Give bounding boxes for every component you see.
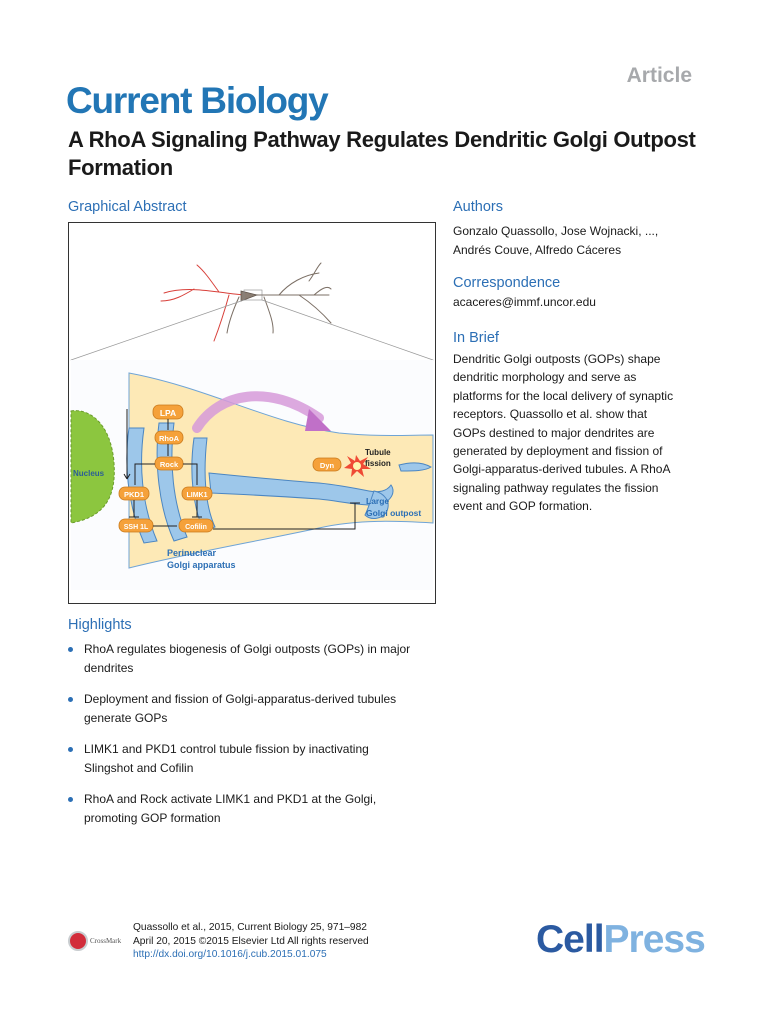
label-golgi-outpost: Golgi outpost [366,508,421,518]
neuron-drawing [70,262,434,361]
citation-line: Quassollo et al., 2015, Current Biology … [133,922,367,933]
brief-line: signaling pathway regulates the fission [453,480,659,495]
node-lpa: LPA [160,408,176,418]
brief-line: dendritic morphology and serve as [453,370,637,385]
label-golgi-apparatus: Golgi apparatus [167,560,236,570]
highlight-item: RhoA regulates biogenesis of Golgi outpo… [68,640,448,677]
node-ssh1l: SSH 1L [124,524,149,531]
label-perinuclear: Perinuclear [167,548,217,558]
deployment-arrow [192,391,324,433]
crossmark-badge[interactable]: CrossMark [68,929,128,955]
logo-press: Press [603,918,706,961]
brief-line: event and GOP formation. [453,499,593,514]
journal-title[interactable]: Current Biology [66,80,329,121]
author-line: Andrés Couve, Alfredo Cáceres [453,243,622,257]
label-fission: fission [365,459,391,468]
brief-line: generated by deployment and fission of [453,444,663,459]
highlights-heading: Highlights [68,617,132,633]
citation-block: Quassollo et al., 2015, Current Biology … [133,921,369,962]
graphical-abstract-figure: LPA RhoA Rock PKD1 LIMK1 SSH 1L Cofilin … [68,222,436,604]
author-line: Gonzalo Quassollo, Jose Wojnacki, ..., [453,224,659,238]
bullet-icon [68,797,73,802]
brief-line: Golgi-apparatus-derived tubules. A RhoA [453,462,671,477]
label-large: Large [366,496,389,506]
node-rhoa: RhoA [159,434,180,443]
crossmark-label: CrossMark [90,937,122,945]
bullet-icon [68,747,73,752]
highlight-item: RhoA and Rock activate LIMK1 and PKD1 at… [68,790,448,827]
highlight-item: LIMK1 and PKD1 control tubule fission by… [68,740,448,777]
label-nucleus: Nucleus [73,469,105,478]
node-limk1: LIMK1 [187,492,208,499]
article-title: A RhoA Signaling Pathway Regulates Dendr… [68,127,696,180]
graphical-abstract-heading: Graphical Abstract [68,199,187,215]
nucleus [70,410,115,524]
node-cofilin: Cofilin [185,524,207,531]
label-tubule: Tubule [365,448,391,457]
cellpress-logo[interactable]: CellPress [536,918,706,962]
author-list: Gonzalo Quassollo, Jose Wojnacki, ..., A… [453,222,713,260]
brief-line: Dendritic Golgi outposts (GOPs) shape [453,352,661,366]
crossmark-icon [68,931,88,951]
brief-line: platforms for the local delivery of syna… [453,388,674,403]
correspondence-heading: Correspondence [453,275,561,291]
in-brief-text: Dendritic Golgi outposts (GOPs) shape de… [453,350,718,516]
doi-link[interactable]: http://dx.doi.org/10.1016/j.cub.2015.01.… [133,949,327,960]
pathway-nodes: LPA RhoA Rock PKD1 LIMK1 SSH 1L Cofilin … [118,404,342,533]
brief-line: receptors. Quassollo et al. show that [453,407,648,422]
bullet-icon [68,647,73,652]
node-pkd1: PKD1 [124,490,144,499]
correspondence-email[interactable]: acaceres@immf.uncor.edu [453,295,596,309]
bullet-icon [68,697,73,702]
brief-line: GOPs destined to major dendrites are [453,425,655,440]
article-type-label: Article [626,64,692,87]
node-rock: Rock [160,460,179,469]
in-brief-heading: In Brief [453,330,499,346]
pathway-arrows [123,409,360,530]
highlights-list: RhoA regulates biogenesis of Golgi outpo… [68,640,448,840]
authors-heading: Authors [453,199,503,215]
citation-date: April 20, 2015 ©2015 Elsevier Ltd All ri… [133,935,369,947]
node-dyn: Dyn [320,461,335,470]
logo-cell: Cell [536,918,605,961]
fission-star [344,455,371,477]
highlight-item: Deployment and fission of Golgi-apparatu… [68,690,448,727]
